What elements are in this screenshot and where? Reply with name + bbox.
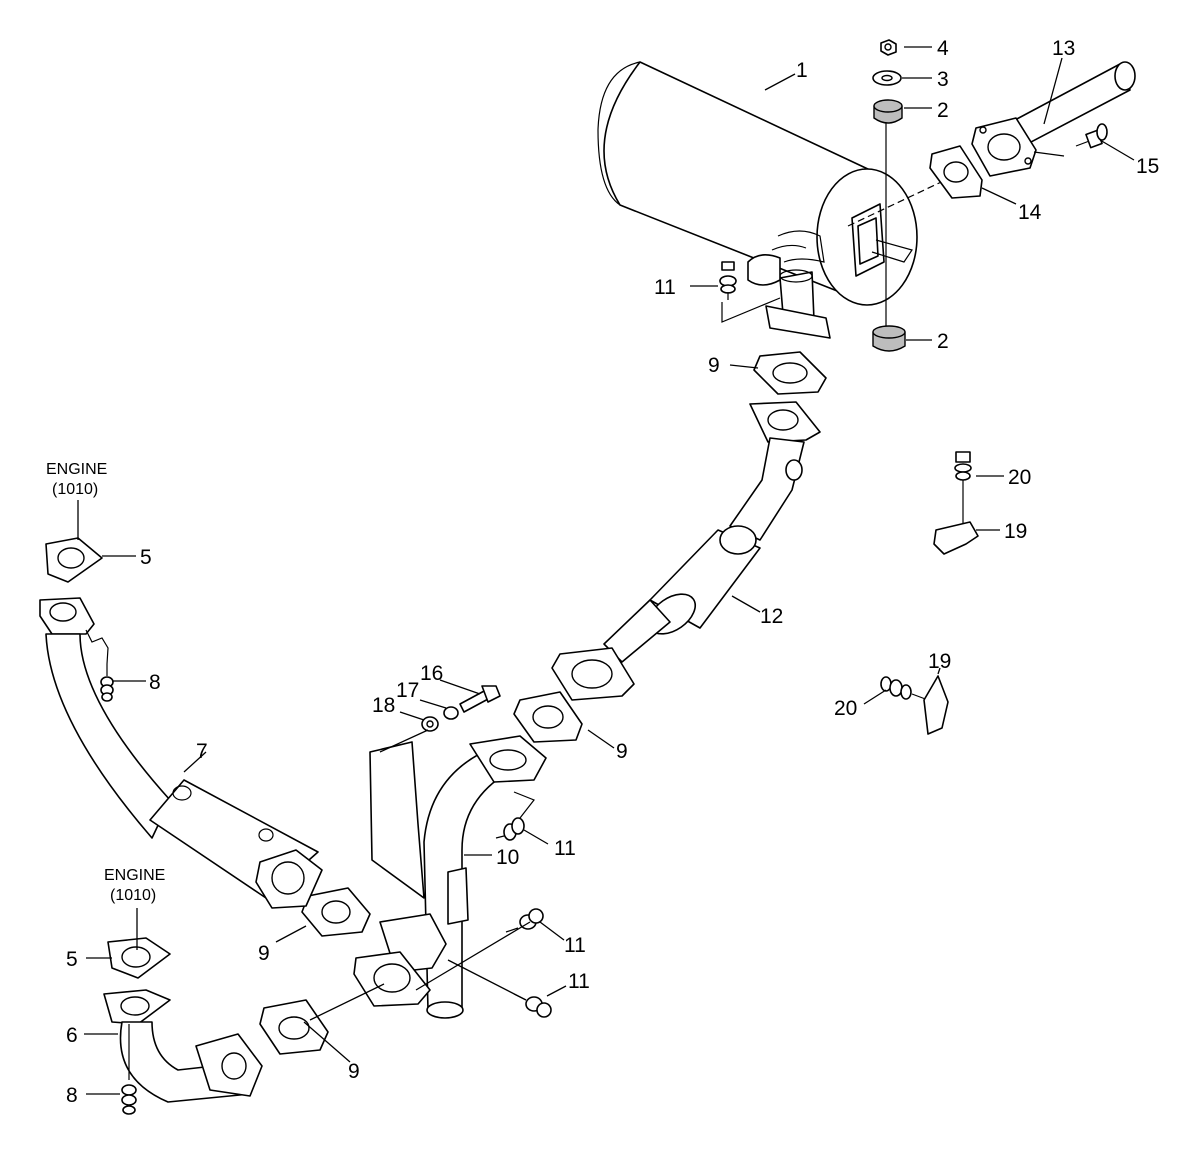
bolt-8-lower bbox=[121, 1024, 137, 1115]
callout-2-bottom: 2 bbox=[937, 330, 949, 353]
gasket-5-lower bbox=[107, 937, 171, 979]
clamp-19-upper bbox=[933, 521, 979, 555]
y-pipe-10 bbox=[353, 735, 547, 1019]
gasket-9-middle bbox=[513, 691, 583, 743]
washer-3 bbox=[872, 70, 902, 86]
bolt-11-pipe-a bbox=[495, 791, 535, 841]
engine-label-lower: ENGINE (1010) bbox=[104, 867, 165, 904]
callout-2-top: 2 bbox=[937, 99, 949, 122]
washer-17 bbox=[443, 706, 459, 720]
callout-10: 10 bbox=[496, 846, 519, 869]
callout-9-middle: 9 bbox=[616, 740, 628, 763]
callout-9-bottom: 9 bbox=[348, 1060, 360, 1083]
bolt-15 bbox=[1033, 123, 1108, 157]
callout-19-upper: 19 bbox=[1004, 520, 1027, 543]
gasket-9-bottom bbox=[259, 999, 329, 1055]
clamp-19-lower bbox=[923, 675, 949, 735]
callout-1: 1 bbox=[796, 59, 808, 82]
callout-9-upper: 9 bbox=[708, 354, 720, 377]
callout-9-lower: 9 bbox=[258, 942, 270, 965]
bolt-20-lower bbox=[880, 676, 929, 701]
bolt-8-upper bbox=[85, 629, 114, 702]
callout-numbers: 1 4 3 2 13 15 14 11 2 9 20 19 12 19 20 1… bbox=[66, 37, 1159, 1107]
gasket-5-upper bbox=[45, 537, 103, 583]
callout-3: 3 bbox=[937, 68, 949, 91]
callout-15: 15 bbox=[1136, 155, 1159, 178]
callout-5-upper: 5 bbox=[140, 546, 152, 569]
engine-label-lower-line1: ENGINE bbox=[104, 867, 165, 884]
callout-17: 17 bbox=[396, 679, 419, 702]
rubber-mount-2-top bbox=[873, 99, 903, 124]
engine-label-upper: ENGINE (1010) bbox=[46, 461, 107, 498]
callout-11-pipe-c: 11 bbox=[568, 970, 590, 993]
muffler bbox=[597, 61, 918, 339]
callout-13: 13 bbox=[1052, 37, 1075, 60]
pipe-6 bbox=[103, 989, 263, 1103]
callout-11-pipe-b: 11 bbox=[564, 934, 586, 957]
callout-14: 14 bbox=[1018, 201, 1042, 224]
callout-20-upper: 20 bbox=[1008, 466, 1031, 489]
callout-19-lower: 19 bbox=[928, 650, 951, 673]
nut-4 bbox=[880, 39, 897, 56]
front-pipe-7 bbox=[39, 597, 323, 909]
callout-11-pipe-a: 11 bbox=[554, 837, 576, 860]
alignment-line-14 bbox=[847, 175, 955, 227]
washer-18 bbox=[421, 716, 439, 732]
leader-lines bbox=[77, 46, 1135, 1095]
callout-18: 18 bbox=[372, 694, 395, 717]
gasket-9-lower bbox=[301, 887, 371, 937]
bolt-11-pipe-c bbox=[513, 993, 552, 1018]
callout-7: 7 bbox=[196, 740, 208, 763]
callout-8-upper: 8 bbox=[149, 671, 161, 694]
callout-8-lower: 8 bbox=[66, 1084, 78, 1107]
engine-label-upper-line1: ENGINE bbox=[46, 461, 107, 478]
callout-12: 12 bbox=[760, 605, 783, 628]
engine-label-upper-line2: (1010) bbox=[52, 481, 98, 498]
bolt-11-pipe-b bbox=[505, 908, 544, 933]
tail-pipe bbox=[971, 61, 1136, 177]
callout-5-lower: 5 bbox=[66, 948, 78, 971]
gasket-9-upper bbox=[753, 351, 827, 395]
callout-20-lower: 20 bbox=[834, 697, 857, 720]
catalytic-pipe bbox=[551, 401, 821, 701]
engine-label-lower-line2: (1010) bbox=[110, 887, 156, 904]
gasket-14 bbox=[929, 145, 983, 199]
bolt-20-upper bbox=[954, 451, 972, 524]
callout-16: 16 bbox=[420, 662, 443, 685]
callout-4: 4 bbox=[937, 37, 949, 60]
bolt-11-muffler bbox=[719, 261, 781, 323]
rubber-mount-2-bottom bbox=[872, 325, 906, 352]
callout-6: 6 bbox=[66, 1024, 78, 1047]
callout-11-muffler: 11 bbox=[654, 276, 676, 299]
bolt-16 bbox=[459, 685, 501, 713]
